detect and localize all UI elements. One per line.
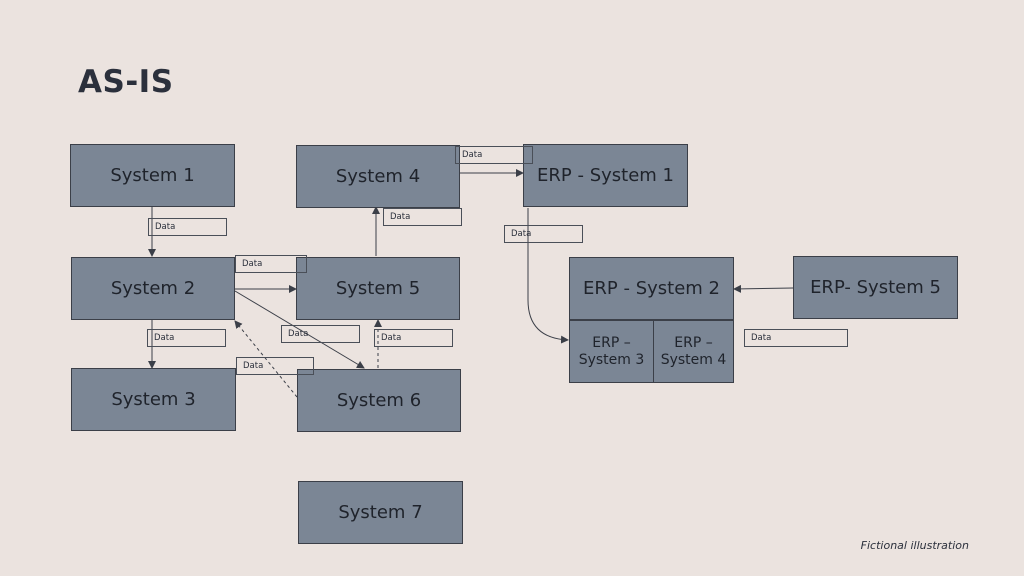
system-2-box: System 2 [71, 257, 235, 320]
erp-system-5-box: ERP- System 5 [793, 256, 958, 319]
data-label: Data [455, 146, 533, 164]
page-title: AS-IS [78, 64, 174, 100]
system-3-box: System 3 [71, 368, 236, 431]
erp-system-1-box: ERP - System 1 [523, 144, 688, 207]
system-5-box: System 5 [296, 257, 460, 320]
data-label: Data [383, 208, 462, 226]
system-6-box: System 6 [297, 369, 461, 432]
data-label: Data [281, 325, 360, 343]
connector-erp1-erp3 [527, 208, 569, 344]
erp-system-2-box: ERP - System 2 [569, 257, 734, 320]
connector-erp5-erp2 [733, 284, 794, 293]
data-label: Data [374, 329, 453, 347]
system-4-box: System 4 [296, 145, 460, 208]
system-7-box: System 7 [298, 481, 463, 544]
footnote: Fictional illustration [860, 539, 969, 552]
erp-system-3-box: ERP – System 3 [569, 320, 654, 383]
data-label: Data [504, 225, 583, 243]
erp-system-4-box: ERP – System 4 [653, 320, 734, 383]
system-1-box: System 1 [70, 144, 235, 207]
data-label: Data [147, 329, 226, 347]
data-label: Data [148, 218, 227, 236]
data-label: Data [744, 329, 848, 347]
data-label: Data [236, 357, 314, 375]
data-label: Data [235, 255, 307, 273]
connector-s6-s2 [234, 320, 298, 398]
connector-s2-s6 [234, 290, 365, 369]
